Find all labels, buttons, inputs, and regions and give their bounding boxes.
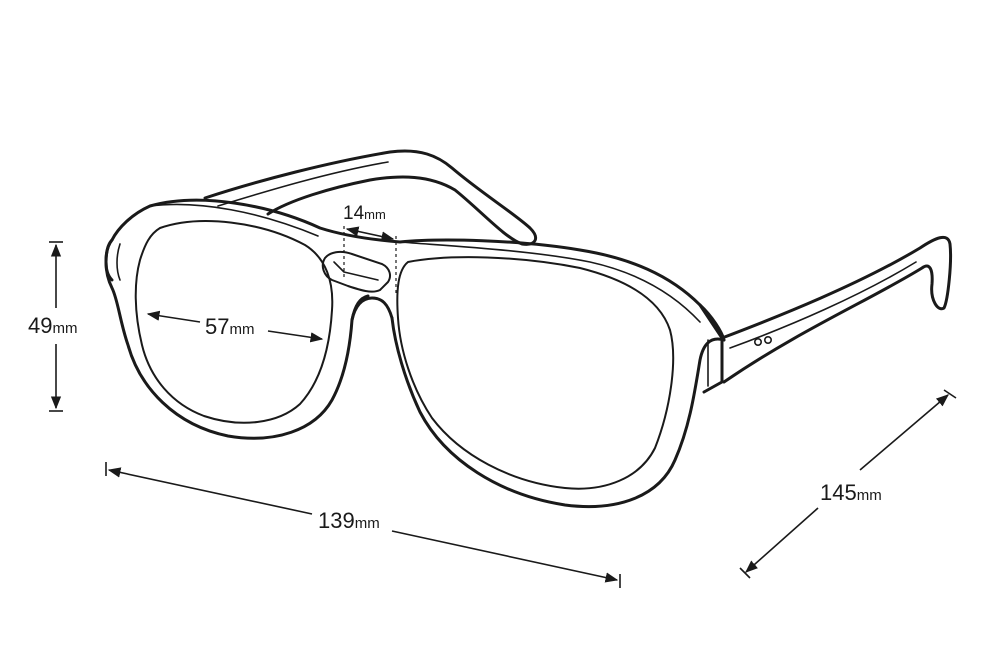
svg-text:139mm: 139mm: [318, 508, 380, 533]
rivet-icon: [753, 337, 762, 346]
bridge-width-unit: mm: [364, 207, 386, 222]
lens-height-unit: mm: [52, 320, 77, 337]
svg-text:145mm: 145mm: [820, 480, 882, 505]
svg-text:49mm: 49mm: [28, 313, 77, 338]
lens-width-dimension: 57mm: [146, 310, 324, 343]
bridge-dimension: 14mm: [343, 203, 397, 296]
lens-height-dimension: 49mm: [28, 241, 77, 412]
svg-text:57mm: 57mm: [205, 314, 254, 339]
bridge-width-value: 14: [343, 203, 365, 224]
near-temple: [720, 235, 953, 384]
front-frame: [104, 198, 726, 509]
temple-length-unit: mm: [857, 487, 882, 504]
lens-width-unit: mm: [229, 321, 254, 338]
lens-height-value: 49: [28, 313, 52, 338]
lens-width-value: 57: [205, 314, 229, 339]
temple-length-value: 145: [820, 480, 857, 505]
rivet-icon: [763, 335, 772, 344]
frame-width-value: 139: [318, 508, 355, 533]
svg-text:14mm: 14mm: [343, 203, 386, 224]
frame-width-dimension: 139mm: [105, 462, 621, 588]
temple-length-dimension: 145mm: [739, 389, 957, 579]
frame-width-unit: mm: [355, 515, 380, 532]
far-temple: [203, 149, 538, 246]
